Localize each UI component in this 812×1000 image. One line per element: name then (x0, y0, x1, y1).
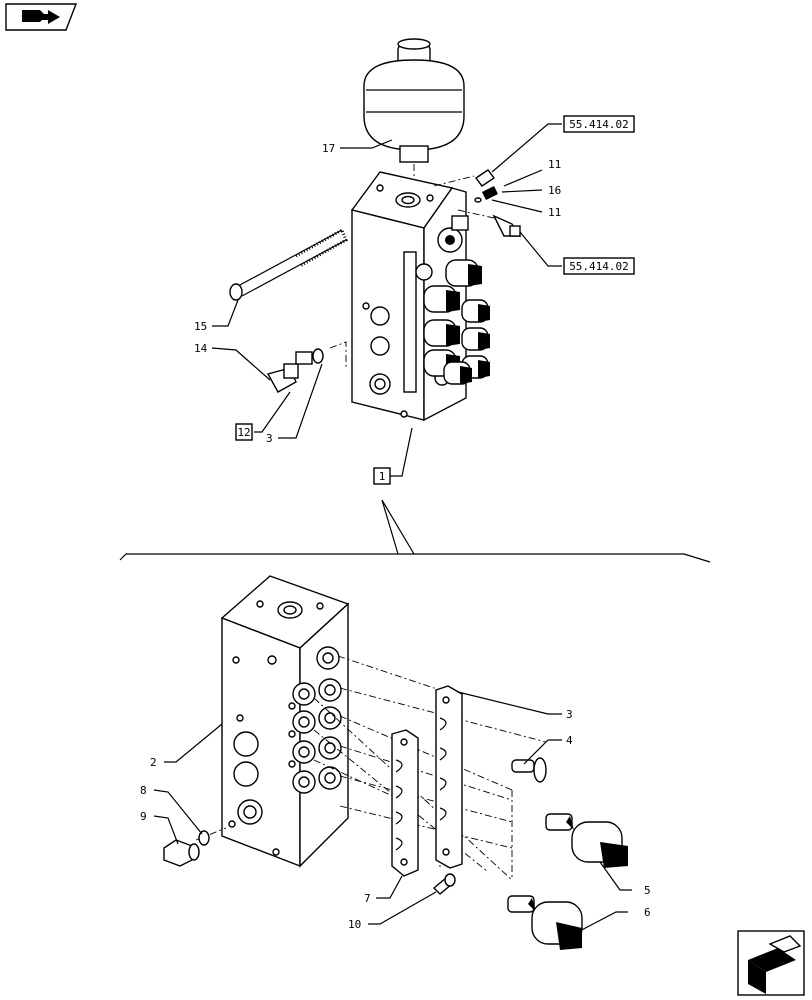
callout-9: 9 (140, 810, 147, 823)
reference-box-bottom[interactable]: 55.414.02 (563, 257, 635, 275)
leader-lines-bottom (153, 691, 632, 935)
callout-14: 14 (194, 342, 208, 355)
check-valve-part-4 (511, 757, 547, 783)
callout-box-1 (373, 467, 391, 485)
fittings-group-11-16 (433, 169, 522, 237)
callout-16: 16 (548, 184, 561, 197)
callout-11a: 11 (548, 158, 561, 171)
callout-11b: 11 (548, 206, 561, 219)
plug-part-9 (163, 839, 200, 867)
callout-8: 8 (140, 784, 147, 797)
solenoid-cartridges-assembled (423, 259, 490, 385)
accumulator-part-17 (363, 38, 465, 196)
callout-7: 7 (364, 892, 371, 905)
callout-box-12 (235, 423, 253, 441)
callout-1: 1 (379, 470, 386, 483)
forward-arrow-icon[interactable] (737, 930, 805, 996)
valve-ports (288, 646, 342, 794)
callout-17: 17 (322, 142, 335, 155)
callout-10: 10 (348, 918, 361, 931)
leader-lines-top (211, 123, 562, 477)
reference-box-top[interactable]: 55.414.02 (563, 115, 635, 133)
callout-3b: 3 (566, 708, 573, 721)
back-arrow-icon[interactable] (5, 3, 78, 31)
reference-label-top: 55.414.02 (569, 118, 629, 131)
callout-6: 6 (644, 906, 651, 919)
gasket-plate-part-7 (391, 729, 419, 877)
detail-bracket (119, 499, 711, 563)
gasket-plate-part-3 (435, 685, 463, 869)
solenoid-valve-part-6 (507, 895, 583, 950)
fittings-group-14 (266, 341, 347, 393)
callout-4: 4 (566, 734, 573, 747)
screw-part-10 (432, 873, 456, 895)
o-ring-part-8 (198, 830, 210, 846)
reference-label-bottom: 55.414.02 (569, 260, 629, 273)
valve-body-part-2 (220, 575, 350, 868)
callout-15: 15 (194, 320, 207, 333)
callout-5: 5 (644, 884, 651, 897)
callout-2: 2 (150, 756, 157, 769)
callout-12: 12 (237, 426, 250, 439)
solenoid-valve-part-5 (545, 813, 628, 868)
long-bolt-part-15 (229, 227, 348, 301)
callout-3a: 3 (266, 432, 273, 445)
